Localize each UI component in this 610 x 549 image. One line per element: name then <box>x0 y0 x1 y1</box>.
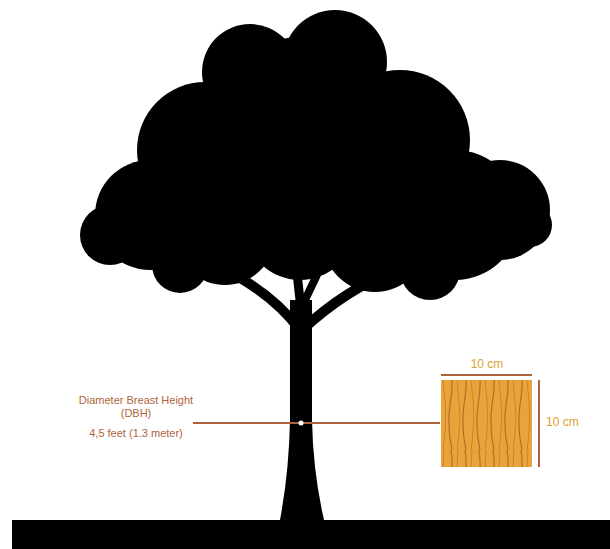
dbh-dot <box>299 421 304 426</box>
dbh-label: Diameter Breast Height (DBH) <box>66 394 206 420</box>
dimension-label: 10 cm <box>546 415 579 429</box>
dimension-line <box>538 380 540 467</box>
wood-sample <box>441 380 532 467</box>
dimension-label: 10 cm <box>457 357 517 371</box>
tree-trunk <box>280 300 324 520</box>
ground-bar <box>12 520 610 549</box>
leader-line <box>193 422 440 424</box>
tree-canopy <box>80 10 552 300</box>
dimension-line <box>441 374 532 376</box>
height-label: 4,5 feet (1.3 meter) <box>66 427 206 440</box>
